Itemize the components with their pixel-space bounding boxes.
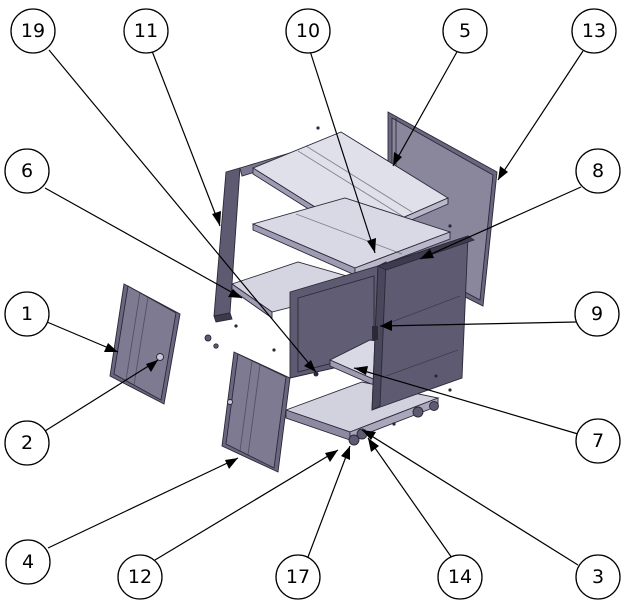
leader-17 [307,445,351,558]
cabinet-parts [109,111,498,473]
callout-19-label: 19 [21,20,45,42]
leader-2 [44,359,159,432]
leader-10 [309,50,376,254]
callout-7: 7 [575,418,621,464]
leader-8 [419,186,582,260]
callout-7-label: 7 [592,430,604,452]
leader-9 [379,321,577,327]
door-knob [156,353,164,361]
callout-11-label: 11 [134,20,158,42]
callout-17-label: 17 [286,566,310,588]
left-side-panel [213,167,241,323]
callout-3: 3 [575,554,621,600]
callout-4: 4 [5,539,51,585]
leader-5 [392,49,459,167]
callout-9: 9 [574,291,620,337]
callout-2: 2 [4,420,50,466]
leader-13 [497,50,584,181]
latch [372,326,378,340]
right-door [221,351,291,473]
callout-17: 17 [275,554,321,600]
leader-lines [44,49,584,566]
leader-12 [154,449,339,561]
callout-3-label: 3 [592,566,604,588]
callout-13-label: 13 [582,20,606,42]
callout-2-label: 2 [21,432,33,454]
leader-6 [44,187,243,299]
callout-10: 10 [285,8,331,54]
leader-19 [48,49,317,373]
callout-4-label: 4 [22,551,34,573]
callout-19: 19 [10,8,56,54]
callout-8: 8 [575,148,621,194]
leader-11 [151,50,221,227]
callout-8-label: 8 [592,160,604,182]
callout-12-label: 12 [128,566,152,588]
loose-hardware [204,126,452,426]
callout-6: 6 [4,148,50,194]
callout-balloons: 19 11 10 5 13 6 8 1 [4,8,621,600]
leader-4 [47,457,239,549]
callout-13: 13 [571,8,617,54]
callout-5-label: 5 [459,20,471,42]
leader-14 [367,437,453,559]
leader-3 [361,429,579,566]
callout-11: 11 [123,8,169,54]
callout-1-label: 1 [21,303,33,325]
callout-14-label: 14 [448,566,472,588]
callout-9-label: 9 [591,303,603,325]
callout-6-label: 6 [21,160,33,182]
leader-1 [46,321,119,353]
callout-12: 12 [117,554,163,600]
left-door [109,283,181,405]
leader-7 [353,367,579,435]
casters [348,401,439,446]
callout-1: 1 [4,291,50,337]
callout-14: 14 [437,554,483,600]
callout-5: 5 [442,8,488,54]
callout-10-label: 10 [296,20,320,42]
